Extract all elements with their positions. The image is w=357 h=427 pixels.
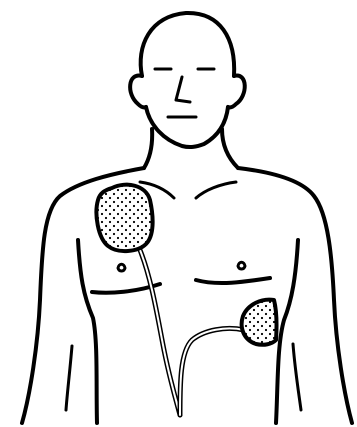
face [155,69,214,117]
head-outline [141,13,235,76]
cable-lower-pad-core [180,328,244,415]
right-pec-line [196,278,270,283]
right-collarbone [196,182,236,198]
jawline [146,107,228,147]
pad-cables [140,250,244,415]
right-ear [228,76,245,108]
left-inner-arm [78,240,97,423]
right-shoulder-outer-arm [238,168,352,423]
nose [176,77,190,102]
right-inner-arm [276,240,298,423]
left-arm-crease [66,346,72,410]
right-arm-crease [293,344,301,410]
upper-right-chest-pad [96,185,152,251]
left-nipple [118,264,125,271]
right-nipple [238,262,245,269]
neck-right [222,129,238,168]
lower-left-side-pad [242,300,277,345]
neck-left [144,129,152,168]
left-ear [130,76,146,108]
torso [22,129,352,423]
head [130,13,245,147]
